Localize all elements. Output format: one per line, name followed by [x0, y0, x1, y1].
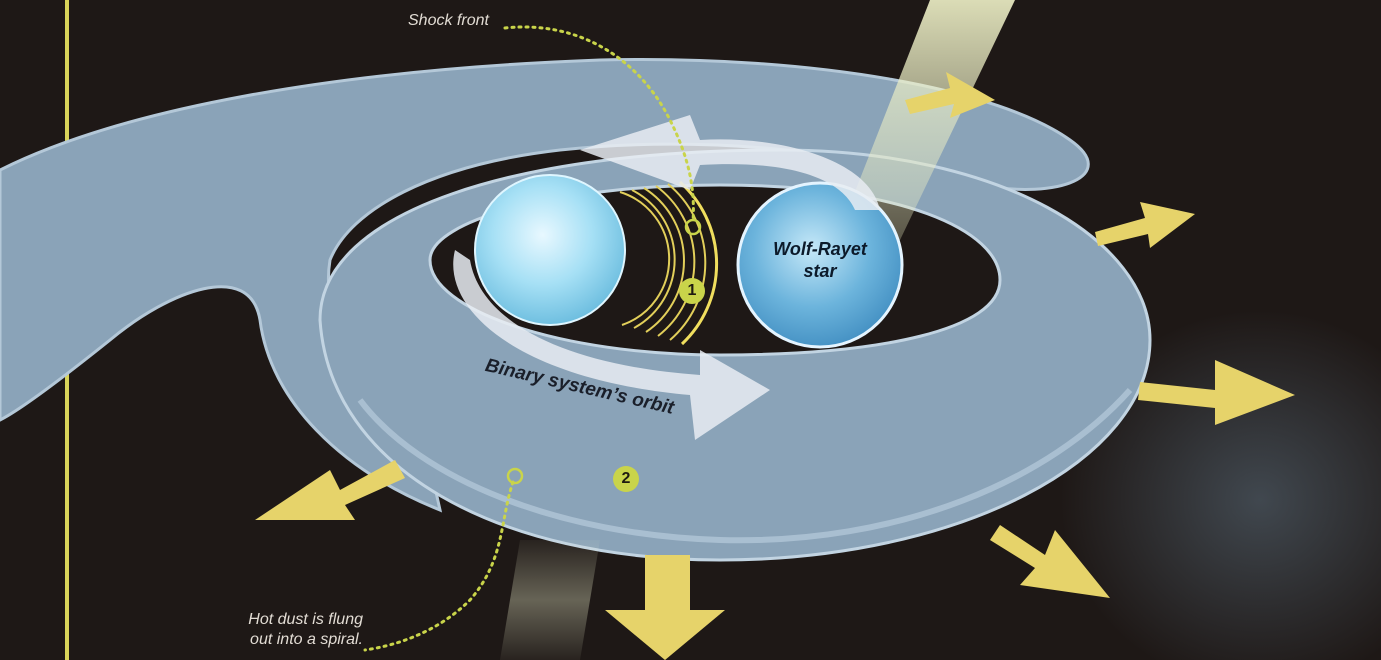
outflow-arrows [255, 72, 1295, 660]
leader-hot-dust-end [506, 467, 524, 485]
hot-dust-label: Hot dust is flung out into a spiral. [228, 610, 363, 650]
leader-shock-front-end [684, 218, 702, 236]
wolf-rayet-label-line1: Wolf-Rayet [773, 239, 867, 259]
marker-1: 1 [679, 278, 705, 304]
marker-2: 2 [613, 466, 639, 492]
arrow-icon [905, 72, 995, 118]
hot-dust-label-line2: out into a spiral. [250, 631, 363, 648]
arrow-icon [1095, 202, 1195, 248]
jet-beam-lower [500, 540, 600, 660]
arrow-icon [605, 555, 725, 660]
orbit-arrow-lower [453, 250, 770, 440]
shock-front-arcs [619, 180, 719, 346]
wolf-rayet-star [736, 181, 904, 349]
shock-front-label: Shock front [408, 12, 489, 29]
wolf-rayet-label: Wolf-Rayet star [750, 238, 890, 282]
wolf-rayet-label-line2: star [803, 261, 837, 281]
inner-spiral-disk [318, 148, 1152, 562]
jet-beam-upper [840, 0, 1015, 240]
arrow-icon [1138, 360, 1295, 425]
companion-star [474, 174, 626, 326]
arrow-icon [255, 460, 405, 520]
leader-hot-dust [363, 480, 515, 652]
disk-rim [357, 388, 1133, 544]
arrow-icon [990, 525, 1110, 598]
hot-dust-label-line1: Hot dust is flung [248, 611, 363, 628]
outer-spiral-arm [0, 58, 1090, 513]
orbit-arrow-upper [580, 115, 880, 210]
leader-shock-front [503, 25, 695, 224]
